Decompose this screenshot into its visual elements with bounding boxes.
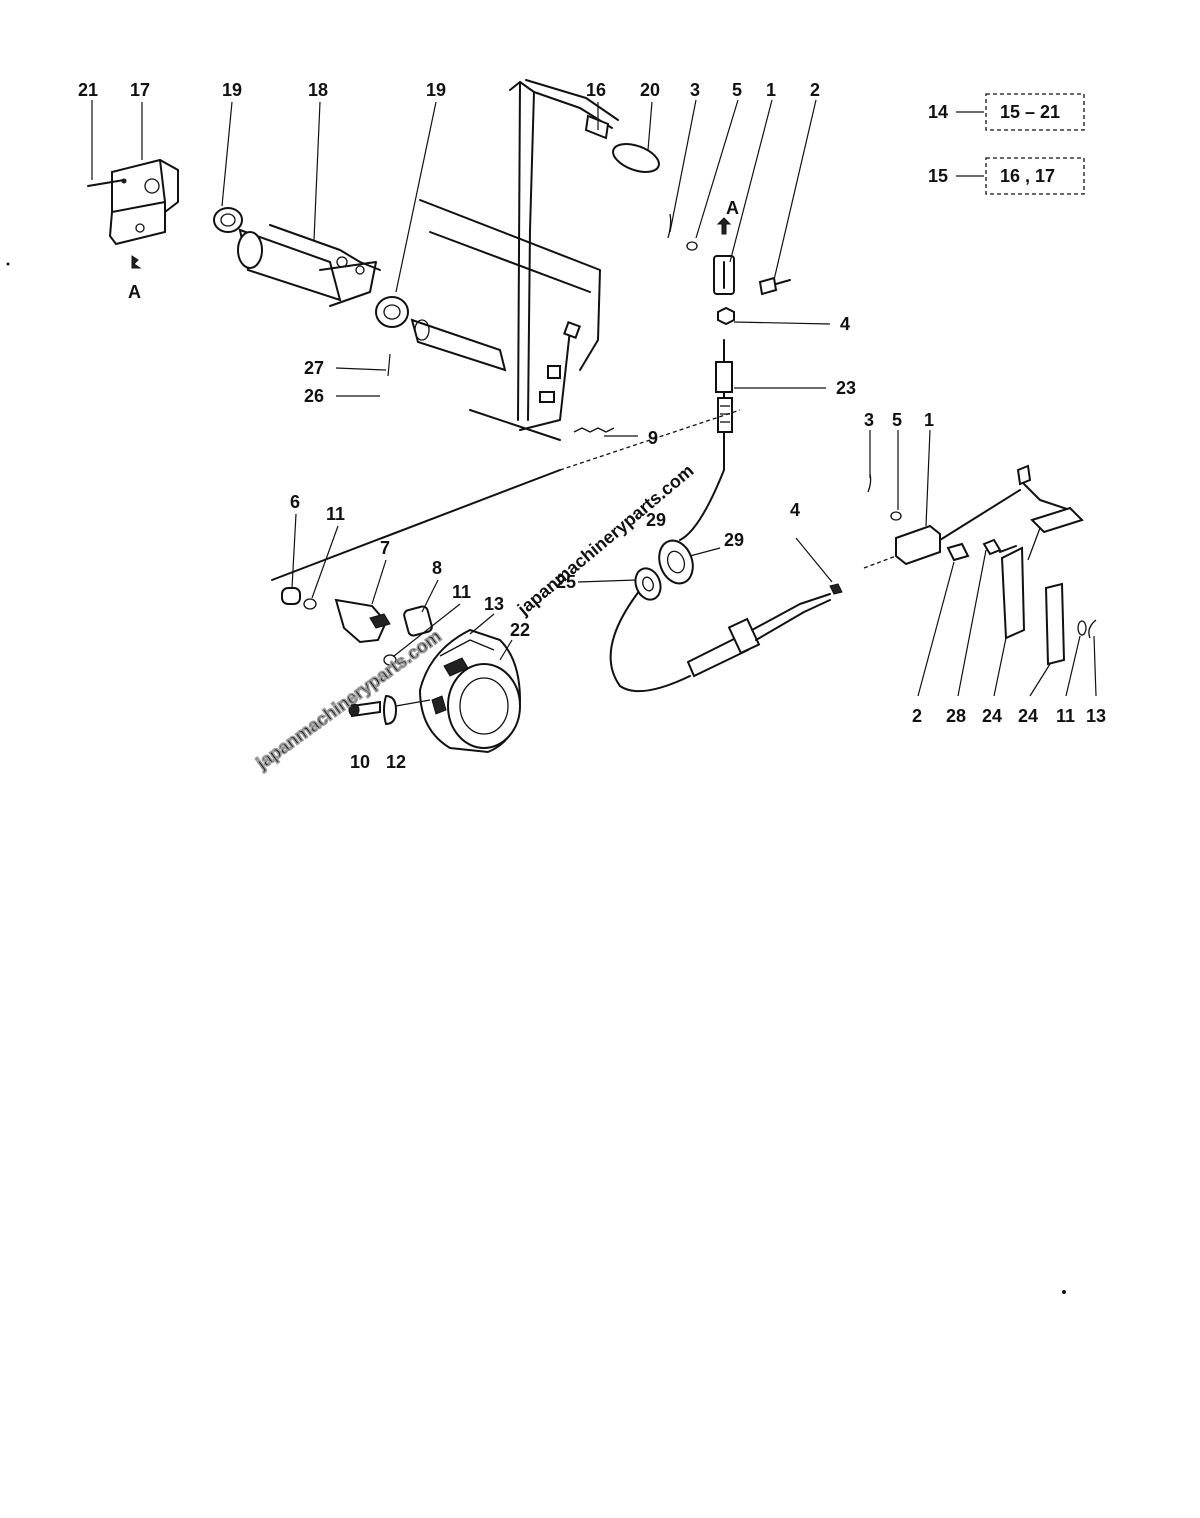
- callout-8: 8: [432, 558, 442, 578]
- callout-25: 25: [556, 572, 576, 592]
- callout-4: 4: [790, 500, 800, 520]
- callout-29: 29: [724, 530, 744, 550]
- callout-18: 18: [308, 80, 328, 100]
- adjuster-nuts: [634, 539, 694, 601]
- callout-2: 2: [912, 706, 922, 726]
- callout-9: 9: [648, 428, 658, 448]
- callout-26: 26: [304, 386, 324, 406]
- callout-1: 1: [766, 80, 776, 100]
- legend-group-14: 15 – 21: [1000, 102, 1060, 122]
- watermark-large: japanmachineryparts.com: [252, 626, 445, 774]
- callout-2: 2: [810, 80, 820, 100]
- callout-24: 24: [982, 706, 1002, 726]
- callout-28: 28: [946, 706, 966, 726]
- callout-24: 24: [1018, 706, 1038, 726]
- throttle-cable: [609, 339, 831, 693]
- pedal-lever: [419, 79, 660, 441]
- callout-5: 5: [732, 80, 742, 100]
- callout-3: 3: [690, 80, 700, 100]
- callout-12: 12: [386, 752, 406, 772]
- callout-5: 5: [892, 410, 902, 430]
- callout-10: 10: [350, 752, 370, 772]
- detail-marker-a-left: A: [128, 282, 141, 302]
- upper-link: [667, 213, 791, 326]
- legend-ref-14: 14: [928, 102, 948, 122]
- leader-lines: [91, 99, 1097, 697]
- detail-markers: A A: [128, 198, 739, 302]
- legend-row-15: 15 16 , 17: [928, 157, 1085, 195]
- legend-group-15: 16 , 17: [1000, 166, 1055, 186]
- right-bracket-assembly: [795, 464, 1097, 666]
- callout-3: 3: [864, 410, 874, 430]
- callout-27: 27: [304, 358, 324, 378]
- callout-16: 16: [586, 80, 606, 100]
- legend: 14 15 – 21 15 16 , 17: [928, 93, 1085, 195]
- callout-21: 21: [78, 80, 98, 100]
- callout-11: 11: [1056, 706, 1075, 726]
- legend-row-14: 14 15 – 21: [928, 93, 1085, 131]
- detail-a-block: [87, 158, 179, 269]
- callout-7: 7: [380, 538, 390, 558]
- callout-labels: 21 17 19 18 19 16 20 3 5 1 2 4 27 26 23 …: [78, 80, 1106, 772]
- callout-11: 11: [326, 504, 345, 524]
- callout-13: 13: [484, 594, 504, 614]
- callout-19: 19: [222, 80, 242, 100]
- callout-23: 23: [836, 378, 856, 398]
- callout-6: 6: [290, 492, 300, 512]
- callout-29: 29: [646, 510, 666, 530]
- callout-11: 11: [452, 582, 471, 602]
- legend-ref-15: 15: [928, 166, 948, 186]
- callout-20: 20: [640, 80, 660, 100]
- clutch-housing: [418, 628, 522, 754]
- callout-22: 22: [510, 620, 530, 640]
- callout-13: 13: [1086, 706, 1106, 726]
- callout-17: 17: [130, 80, 150, 100]
- callout-1: 1: [924, 410, 934, 430]
- lower-lever: [271, 409, 741, 726]
- detail-marker-a-right: A: [726, 198, 739, 218]
- callout-19: 19: [426, 80, 446, 100]
- pedal-shaft-assembly: [213, 207, 507, 372]
- callout-4: 4: [840, 314, 850, 334]
